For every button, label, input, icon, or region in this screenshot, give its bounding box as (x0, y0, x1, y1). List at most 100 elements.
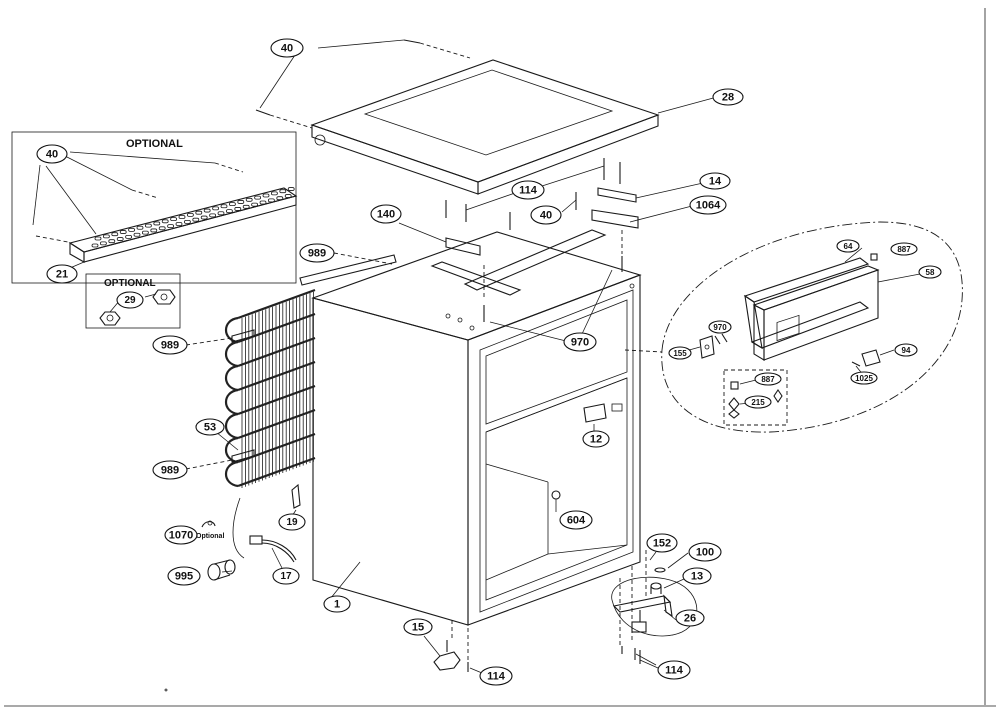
top-grille (68, 187, 298, 263)
thermostat-12 (583, 403, 623, 432)
callout-number: 989 (308, 248, 326, 260)
part-887a (870, 253, 878, 261)
leader-13 (663, 578, 685, 589)
leader-40a (317, 39, 405, 49)
door-panel-58 (752, 265, 880, 361)
callout-number: 114 (519, 185, 538, 197)
hinge-boundary (611, 576, 698, 637)
callout-number: 94 (902, 346, 911, 355)
callout-215: 215 (744, 395, 772, 409)
door-handle-94 (861, 349, 881, 367)
leader-94 (879, 349, 895, 356)
leader-58 (877, 273, 921, 283)
leader-114b (469, 667, 483, 674)
optional-label-bottom: OPTIONAL (104, 278, 156, 289)
callout-17: 17 (272, 567, 300, 585)
leader-970a-2 (581, 269, 613, 335)
callout-40a: 40 (270, 38, 304, 58)
callout-number: 970 (713, 323, 727, 332)
callout-21: 21 (46, 264, 78, 284)
top-lid (310, 59, 660, 195)
callout-number: 12 (590, 434, 602, 446)
callout-number: 53 (204, 422, 216, 434)
callout-64: 64 (836, 239, 860, 253)
callout-number: 1070 (169, 530, 193, 542)
leader-114a-2 (465, 192, 516, 211)
callout-number: 58 (926, 268, 935, 277)
dash-989b (185, 337, 233, 346)
callout-155: 155 (668, 346, 692, 360)
callout-number: 215 (751, 398, 765, 407)
callout-114b: 114 (479, 666, 513, 686)
callout-13: 13 (682, 567, 712, 585)
callout-number: 28 (722, 92, 734, 104)
drain-tube-19 (291, 483, 301, 517)
callout-152: 152 (646, 533, 678, 553)
callout-40b: 40 (36, 144, 68, 164)
callout-number: 995 (175, 571, 193, 583)
callout-number: 887 (761, 375, 775, 384)
leader-1064 (629, 205, 693, 223)
leader-40b-1 (32, 164, 41, 226)
callout-number: 887 (897, 245, 911, 254)
callout-number: 64 (844, 242, 853, 251)
leader-15 (423, 635, 441, 657)
callout-114c: 114 (657, 660, 691, 680)
callout-604: 604 (559, 510, 593, 530)
leader-995 (221, 570, 233, 573)
callout-26: 26 (675, 609, 705, 627)
callout-number: 1064 (696, 200, 721, 212)
callout-number: 989 (161, 465, 179, 477)
leader-40a-2 (259, 51, 298, 109)
leader-40c (561, 199, 577, 213)
callout-number: 114 (665, 665, 684, 677)
callout-number: 29 (124, 295, 136, 306)
leader-40b-3 (69, 151, 216, 164)
leader-53 (215, 431, 239, 451)
condenser-coil (224, 254, 397, 488)
callout-1025: 1025 (850, 371, 878, 385)
leader-17 (271, 547, 283, 569)
callout-number: 114 (487, 671, 506, 683)
dash-40b-3 (214, 162, 244, 173)
leveling-foot-15 (433, 620, 461, 671)
callout-number: 152 (653, 538, 671, 550)
callout-970a: 970 (563, 332, 597, 352)
leader-887b (739, 379, 757, 385)
callout-number: 13 (691, 571, 703, 583)
dash-40b-1 (35, 235, 69, 243)
callout-970b: 970 (708, 320, 732, 334)
leader-114a-1 (541, 165, 605, 187)
callout-number: 40 (540, 210, 552, 222)
callout-number: 1025 (855, 374, 873, 383)
callout-989c: 989 (152, 460, 188, 480)
leader-970a-1 (489, 321, 567, 342)
leader-28 (657, 96, 718, 114)
callout-53: 53 (195, 418, 225, 436)
leader-14 (635, 182, 704, 199)
door-parts-box (723, 369, 788, 426)
callout-114a: 114 (511, 180, 545, 200)
callout-29: 29 (116, 291, 144, 309)
capillary-tube (232, 497, 245, 559)
optional-box (11, 131, 297, 284)
dash-40b-2 (131, 189, 159, 199)
callout-1064: 1064 (689, 195, 727, 215)
washer-100 (654, 567, 666, 573)
callout-28: 28 (712, 88, 744, 106)
capacitor-995 (207, 559, 236, 581)
callout-15: 15 (403, 618, 433, 636)
callout-1070: 1070 (164, 525, 198, 545)
callout-887a: 887 (890, 242, 918, 256)
optional-label-top: OPTIONAL (126, 138, 183, 150)
leader-152 (649, 551, 657, 561)
hinge-pins-215 (728, 381, 783, 419)
leader-140 (398, 222, 447, 243)
power-cord-17 (249, 535, 297, 563)
lid-screws (255, 39, 471, 129)
door-hinge-155 (699, 335, 715, 359)
callout-number: 14 (709, 176, 722, 188)
callout-989a: 989 (299, 243, 335, 263)
top-brackets (430, 187, 639, 296)
screws-970b (714, 333, 728, 345)
